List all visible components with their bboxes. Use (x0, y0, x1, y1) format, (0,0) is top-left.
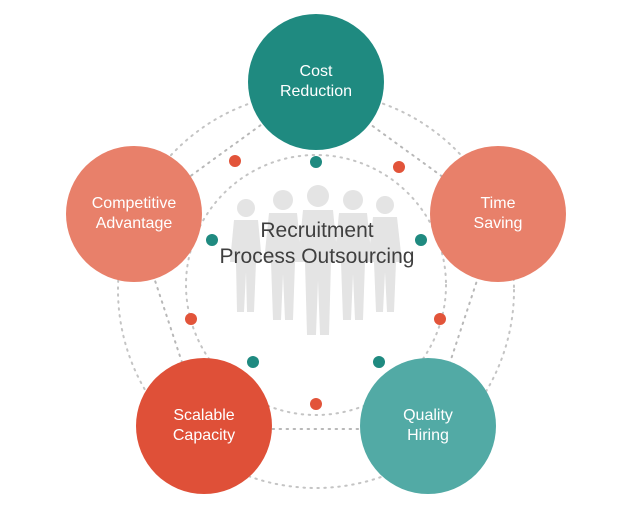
node-label-line1: Time (480, 195, 516, 212)
people-silhouette-group (230, 185, 402, 335)
connector-dot-red (229, 155, 241, 167)
node-competitive-advantage: Competitive Advantage (66, 146, 202, 282)
center-title: Recruitment Process Outsourcing (190, 218, 444, 270)
node-label-line2: Saving (473, 215, 523, 232)
center-title-line2: Process Outsourcing (219, 245, 415, 268)
node-label-line1: Competitive (91, 195, 177, 212)
node-label-line2: Reduction (279, 83, 353, 100)
connector-dot-teal (373, 356, 385, 368)
connector-dot-teal (206, 234, 218, 246)
person-silhouette (368, 196, 402, 312)
node-label-line1: Quality (403, 407, 453, 424)
person-silhouette (230, 199, 262, 312)
person-silhouette (298, 185, 338, 335)
node-label-line2: Hiring (407, 427, 449, 444)
connector-dot-red (310, 398, 322, 410)
person-silhouette (334, 190, 372, 320)
connector-dot-teal (415, 234, 427, 246)
connector-dot-red (393, 161, 405, 173)
node-label-line1: Scalable (173, 407, 235, 424)
center-title-line1: Recruitment (260, 219, 374, 242)
connector-dot-teal (247, 356, 259, 368)
node-label-line2: Advantage (95, 215, 173, 232)
node-quality-hiring: Quality Hiring (360, 358, 496, 494)
node-time-saving: Time Saving (430, 146, 566, 282)
connector-dot-red (185, 313, 197, 325)
inner-dotted-circle (185, 154, 447, 416)
connector-dot-red (434, 313, 446, 325)
node-cost-reduction: Cost Reduction (248, 14, 384, 150)
node-scalable-capacity: Scalable Capacity (136, 358, 272, 494)
node-label-line2: Capacity (172, 427, 236, 444)
node-label-line1: Cost (299, 63, 333, 80)
person-silhouette (264, 190, 302, 320)
connector-dot-teal (310, 156, 322, 168)
